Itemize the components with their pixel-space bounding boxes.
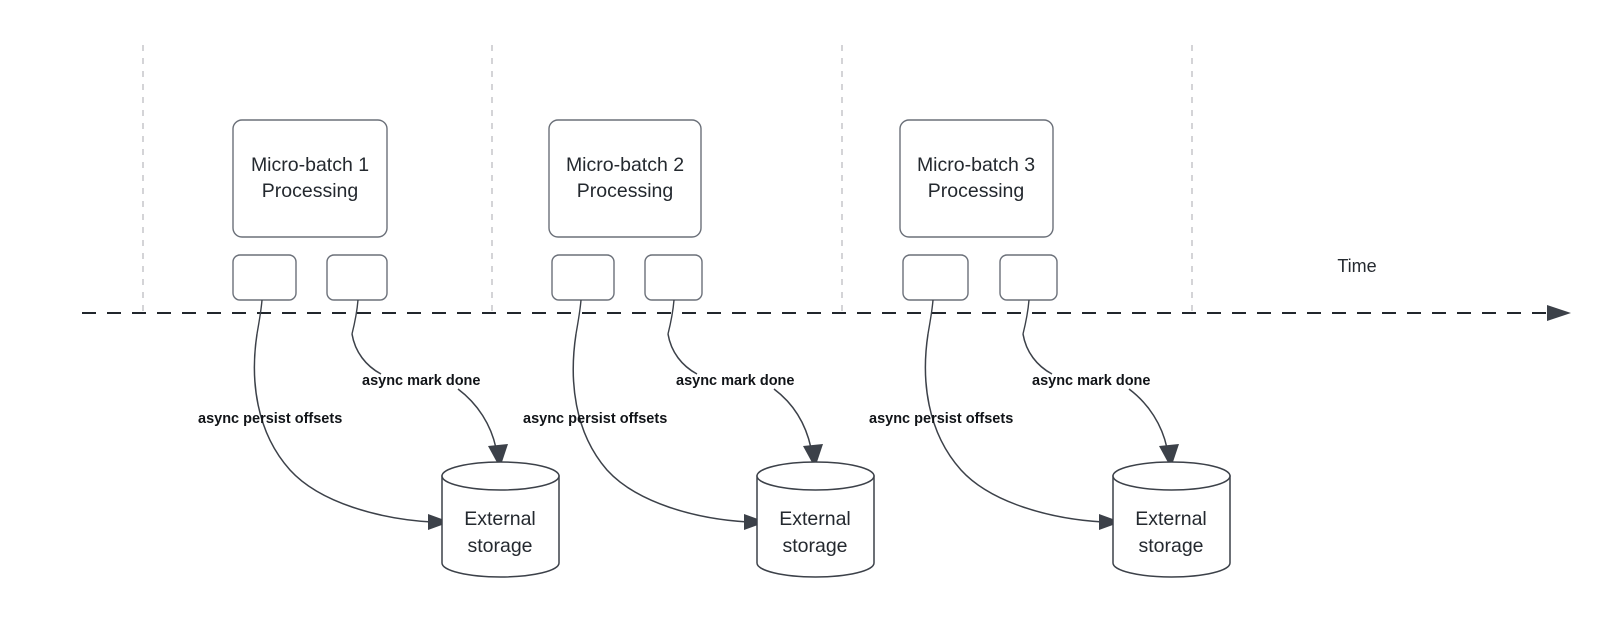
mark-done-arrowhead-2 [803,444,823,468]
micro-batch-box-1-line1: Micro-batch 1 [251,154,369,176]
external-storage-cylinder-2[interactable]: External storage [756,461,875,578]
micro-batch-box-2-line1: Micro-batch 2 [566,154,684,176]
persist-offsets-arrow-2 [572,333,749,523]
micro-batch-box-2-line2: Processing [577,180,673,202]
external-storage-label-3-line2: storage [1138,535,1203,557]
external-storage-label-3-line1: External [1135,508,1207,530]
timeline-axis [82,305,1571,321]
mark-done-label-3: async mark done [1032,373,1150,389]
marker-box-2b[interactable] [644,254,703,301]
mark-done-arrow-3b [1128,388,1168,449]
external-storage-label-2-line2: storage [782,535,847,557]
persist-offsets-arrowhead-2 [744,514,766,530]
external-storage-label-2-line1: External [779,508,851,530]
cylinder-body-1 [441,475,560,578]
external-storage-cylinder-1[interactable]: External storage [441,461,560,578]
external-storage-cylinder-3[interactable]: External storage [1112,461,1231,578]
marker-2a-stem [575,299,582,335]
external-storage-label-1-line2: storage [467,535,532,557]
cylinder-body-3 [1112,475,1231,578]
marker-1b-stem [351,299,359,335]
marker-box-1b[interactable] [326,254,388,301]
marker-3b-stem [1022,299,1030,335]
mark-done-arrow-1b [457,388,497,449]
micro-batch-box-1[interactable] [232,119,388,238]
persist-offsets-label-2: async persist offsets [523,411,667,427]
mark-done-arrow-3 [1022,333,1053,375]
persist-offsets-arrowhead-1 [428,514,450,530]
cylinder-body-2 [756,475,875,578]
persist-offsets-arrow-3 [924,333,1104,523]
micro-batch-box-3-line2: Processing [928,180,1024,202]
persist-offsets-label-3: async persist offsets [869,411,1013,427]
mark-done-arrow-1 [351,333,382,375]
mark-done-label-1: async mark done [362,373,480,389]
divider-group [142,45,1193,316]
mark-done-arrow-2 [667,333,698,375]
group-2: Micro-batch 2 Processing async persist o… [523,119,875,578]
micro-batch-box-2[interactable] [548,119,702,238]
persist-offsets-arrowhead-3 [1099,514,1121,530]
marker-1a-stem [256,299,263,335]
group-3: Micro-batch 3 Processing async persist o… [869,119,1231,578]
micro-batch-box-1-line2: Processing [262,180,358,202]
external-storage-label-1-line1: External [464,508,536,530]
mark-done-arrowhead-1 [488,444,508,468]
time-axis-label: Time [1337,256,1376,276]
persist-offsets-label-1: async persist offsets [198,411,342,427]
marker-box-3a[interactable] [902,254,969,301]
marker-box-3b[interactable] [999,254,1058,301]
mark-done-arrow-2b [773,388,812,449]
micro-batch-box-3[interactable] [899,119,1054,238]
cylinder-top-2 [756,461,875,491]
mark-done-label-2: async mark done [676,373,794,389]
marker-3a-stem [927,299,934,335]
group-1: Micro-batch 1 Processing async persist o… [198,119,560,578]
cylinder-top-1 [441,461,560,491]
marker-box-2a[interactable] [551,254,615,301]
micro-batch-box-3-line1: Micro-batch 3 [917,154,1035,176]
mark-done-arrowhead-3 [1159,444,1179,468]
marker-2b-stem [667,299,675,335]
timeline-arrowhead [1547,305,1571,321]
cylinder-top-3 [1112,461,1231,491]
marker-box-1a[interactable] [232,254,297,301]
persist-offsets-arrow-1 [253,333,433,523]
